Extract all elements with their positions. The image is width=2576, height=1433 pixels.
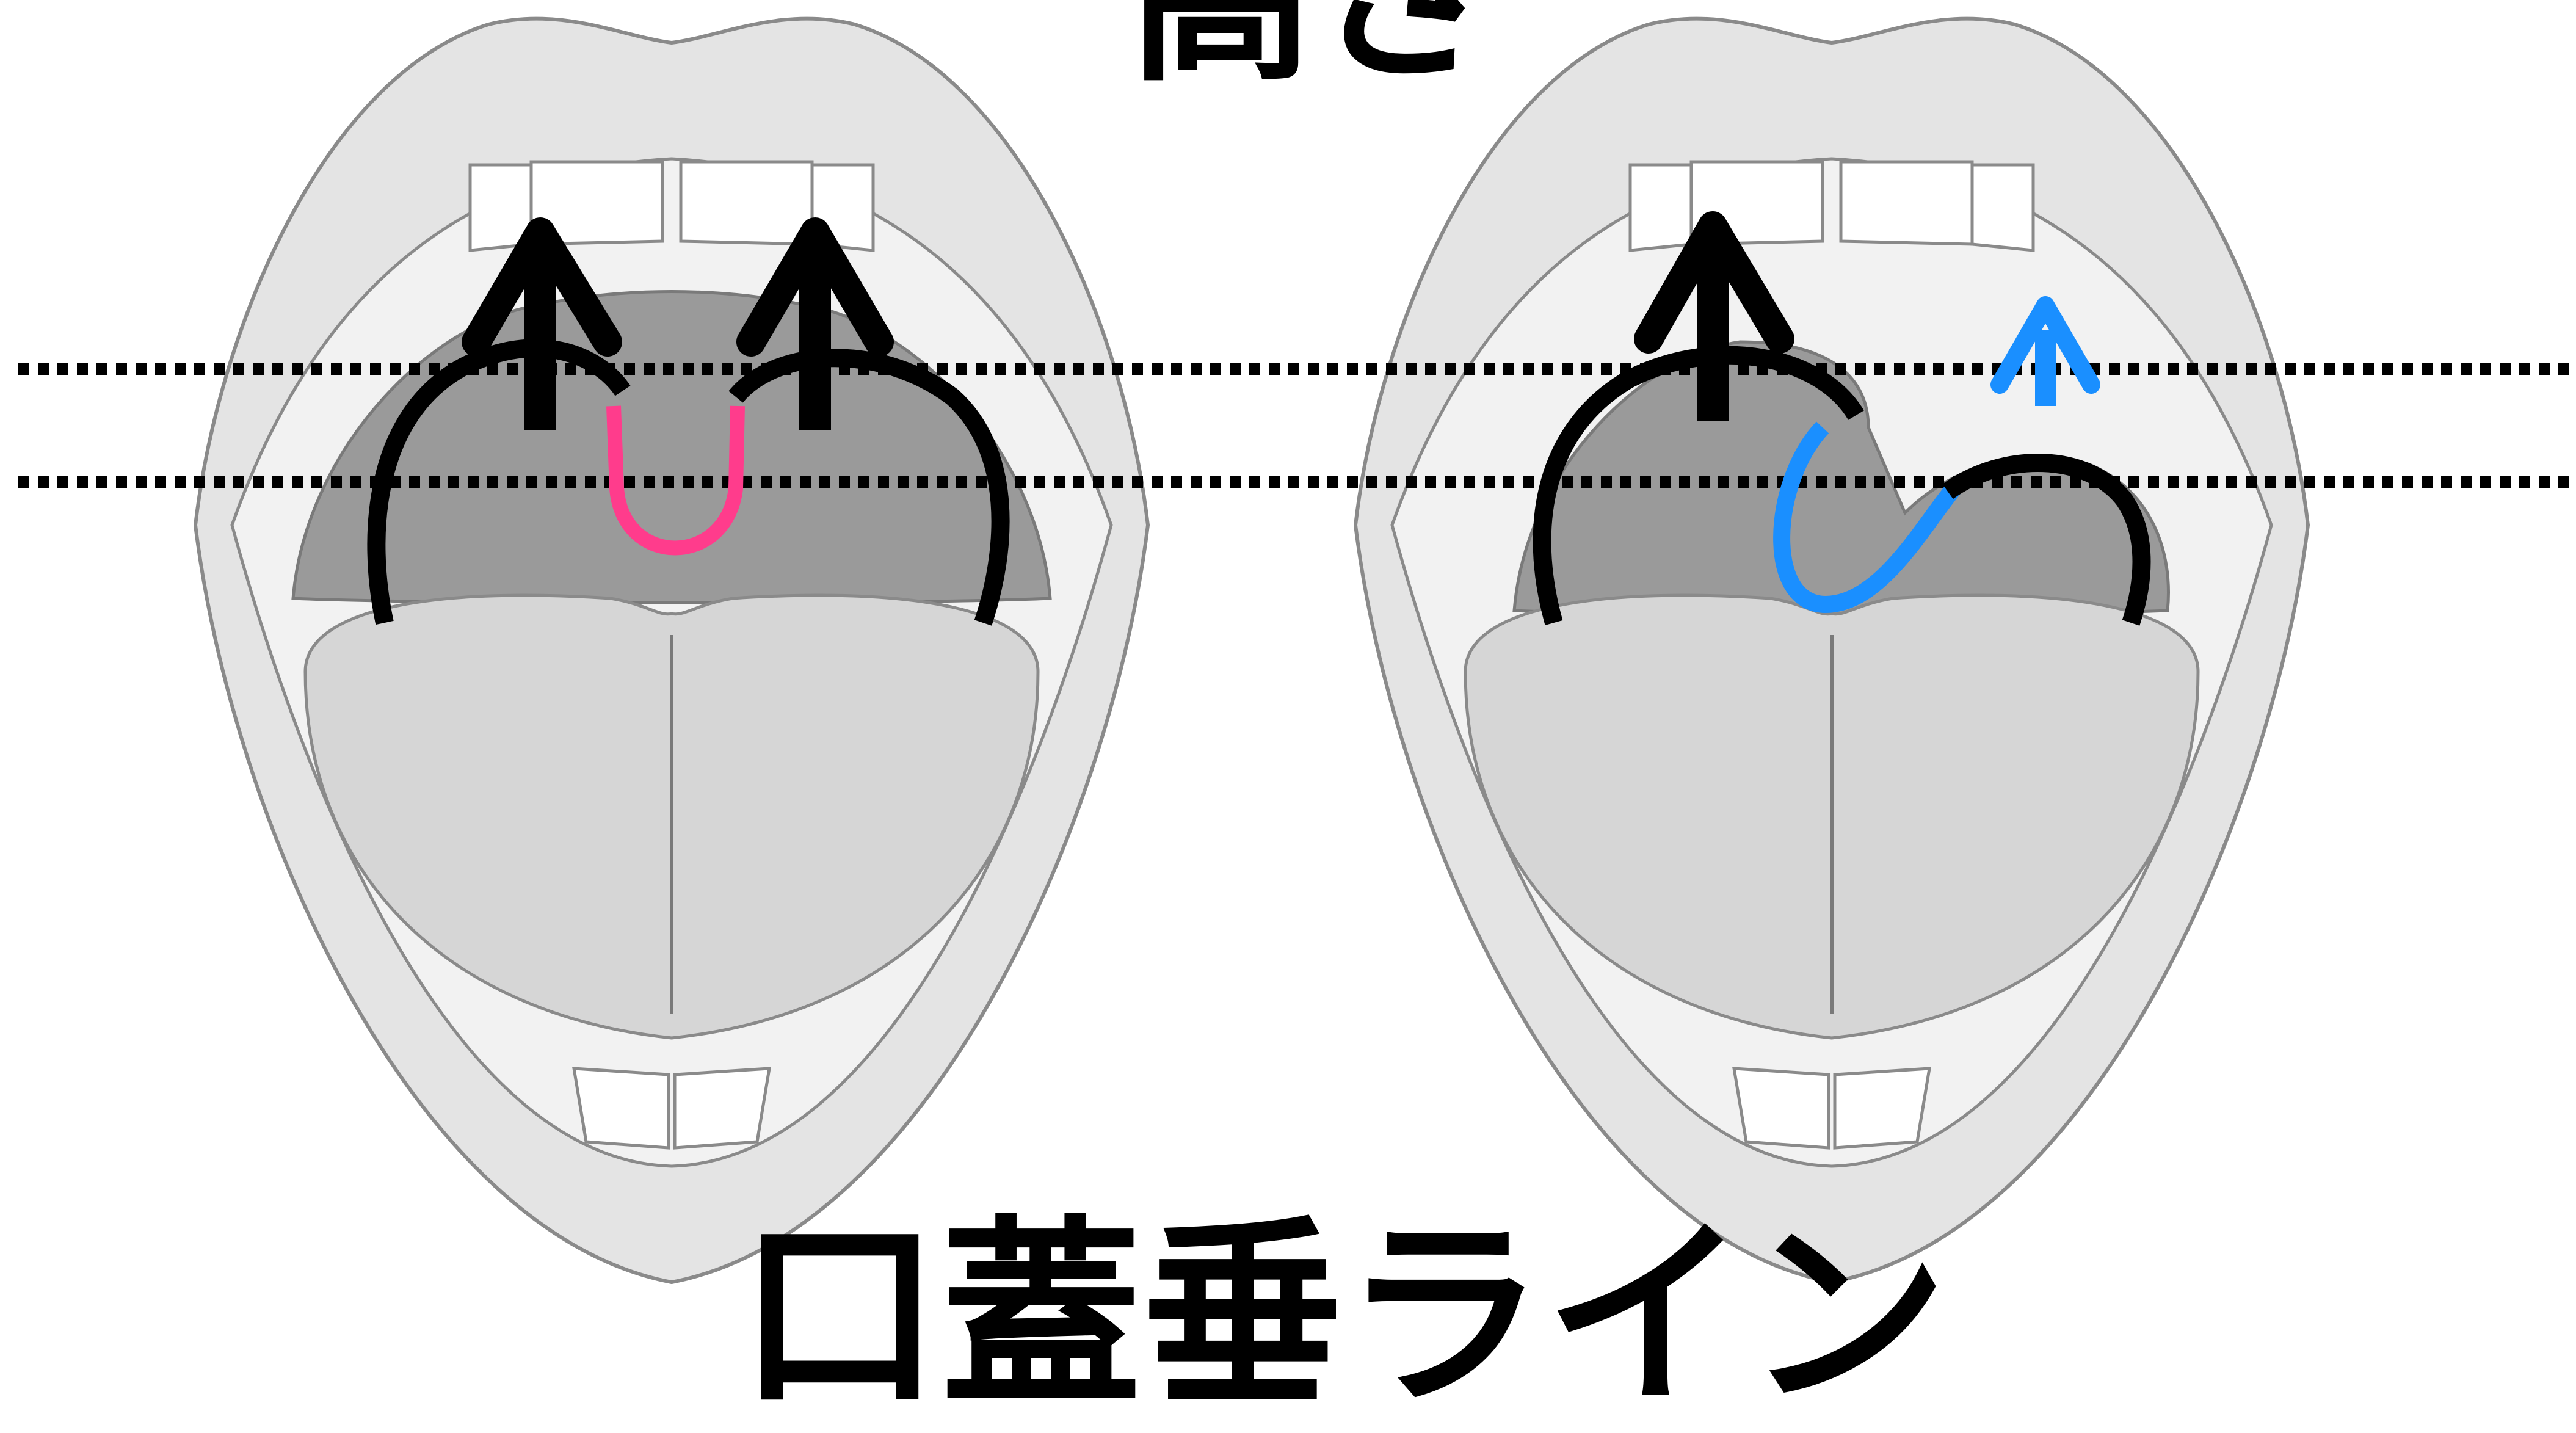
up-arrow-icon — [462, 217, 622, 357]
left-arch-2 — [728, 349, 1010, 626]
up-arrow-icon — [736, 217, 894, 357]
right-arrow-blue — [1990, 296, 2100, 406]
right-arch-1 — [1533, 346, 1864, 626]
tongue-diagram: 高さ 口蓋垂ライン — [18, 0, 2576, 1417]
right-mouth — [1353, 16, 2310, 1285]
right-arch-2 — [1942, 453, 2151, 626]
top-caption: 高さ — [1068, 0, 1557, 92]
left-uvula — [606, 405, 745, 556]
left-arrow-1 — [462, 217, 622, 430]
right-lower-teeth — [1732, 1067, 1931, 1150]
right-uvula — [1773, 421, 1961, 614]
right-upper-teeth — [1628, 160, 2035, 252]
left-upper-teeth — [468, 160, 875, 252]
right-arrow-black — [1634, 211, 1794, 421]
left-arrow-2 — [736, 217, 894, 430]
bottom-caption: 口蓋垂ライン — [739, 1199, 1948, 1433]
left-mouth — [193, 16, 1150, 1285]
up-arrow-icon — [1634, 211, 1794, 354]
left-arch-1 — [367, 339, 631, 625]
diagram-svg — [18, 16, 2576, 1285]
up-arrow-icon — [1990, 296, 2100, 394]
left-lower-teeth — [572, 1067, 771, 1150]
